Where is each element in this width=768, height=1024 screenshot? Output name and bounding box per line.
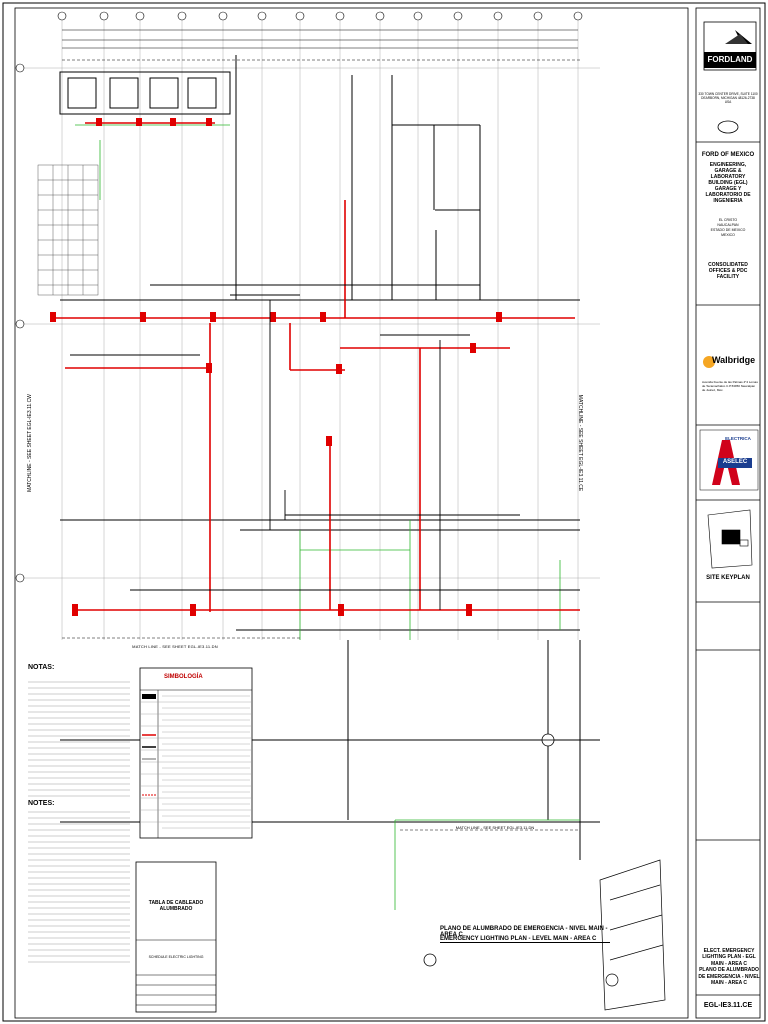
sheet-title: ELECT. EMERGENCY LIGHTING PLAN - EGL MAI… bbox=[698, 948, 760, 987]
ford-oval-logo bbox=[717, 120, 739, 134]
aselec-logo-mark bbox=[699, 429, 759, 491]
column-grid bbox=[20, 12, 600, 640]
site-keyplan-map bbox=[707, 509, 753, 569]
emergency-circuits bbox=[50, 122, 580, 612]
plan-title-en: EMERGENCY LIGHTING PLAN - LEVEL MAIN - A… bbox=[440, 936, 610, 943]
project-location: EL CRISTO NAUCALPAN ESTADO DE MEXICO MEX… bbox=[710, 218, 746, 237]
legend-table bbox=[139, 667, 253, 839]
circuit-runs bbox=[70, 284, 580, 610]
stair-area bbox=[37, 164, 99, 296]
site-keyplan-title: SITE KEYPLAN bbox=[706, 575, 750, 581]
matchline-right-label: MATCHLINE - SEE SHEET EGL-IE3.11.CE bbox=[577, 394, 583, 492]
cable-table-title: TABLA DE CABLEADO ALUMBRADO bbox=[148, 900, 204, 912]
walbridge-logo-mark bbox=[703, 356, 715, 368]
dashed-lines bbox=[62, 59, 580, 831]
notes-title-en: NOTES: bbox=[28, 800, 55, 807]
walls bbox=[59, 55, 600, 860]
aselec-logo: ASELEC bbox=[722, 459, 748, 465]
matchline-left-label: MATCHLINE - SEE SHEET EGL-IE3.11.CW bbox=[27, 394, 33, 492]
legend-title: SIMBOLOGÍA bbox=[164, 674, 203, 680]
notes-lines bbox=[28, 681, 130, 963]
detail-sketch bbox=[599, 859, 666, 1011]
sheet-number: EGL-IE3.11.CE bbox=[703, 1002, 753, 1009]
notes-title-es: NOTAS: bbox=[28, 664, 55, 671]
project-name: ENGINEERING, GARAGE & LABORATORY BUILDIN… bbox=[705, 162, 751, 204]
emergency-fixtures bbox=[50, 118, 502, 616]
fordland-logo-mark bbox=[703, 21, 757, 71]
fordland-address: 330 TOWN CENTER DRIVE, SUITE 1100 DEARBO… bbox=[698, 92, 758, 104]
cable-table-subtitle: SCHEDULE ELECTRIC LIGHTING bbox=[148, 955, 204, 959]
dimension-lines bbox=[62, 29, 578, 49]
plan-title-es: PLANO DE ALUMBRADO DE EMERGENCIA - NIVEL… bbox=[440, 926, 608, 938]
grid-bubbles bbox=[15, 11, 583, 583]
cable-table bbox=[135, 861, 217, 1013]
client-name: FORD OF MEXICO bbox=[701, 152, 755, 158]
matchline-bottom-right-label: MATCH LINE - SEE SHEET EGL-IE3.11.DN bbox=[455, 825, 535, 830]
drawing-border bbox=[14, 7, 689, 1019]
fordland-logo: FORDLAND bbox=[707, 55, 753, 64]
title-block-frame bbox=[695, 7, 761, 1019]
section-markers bbox=[423, 733, 555, 967]
facility-name: CONSOLIDATED OFFICES & PDC FACILITY bbox=[708, 262, 748, 280]
contractor-address: Avenida Fuente de las Palmas 4°4 Lomas d… bbox=[702, 380, 758, 392]
matchline-bottom-left-label: MATCH LINE - SEE SHEET EGL-IE3.11.DN bbox=[132, 644, 218, 649]
electrical-label: ELECTRICA bbox=[725, 436, 751, 441]
contractor-logo: Walbridge bbox=[712, 355, 756, 365]
